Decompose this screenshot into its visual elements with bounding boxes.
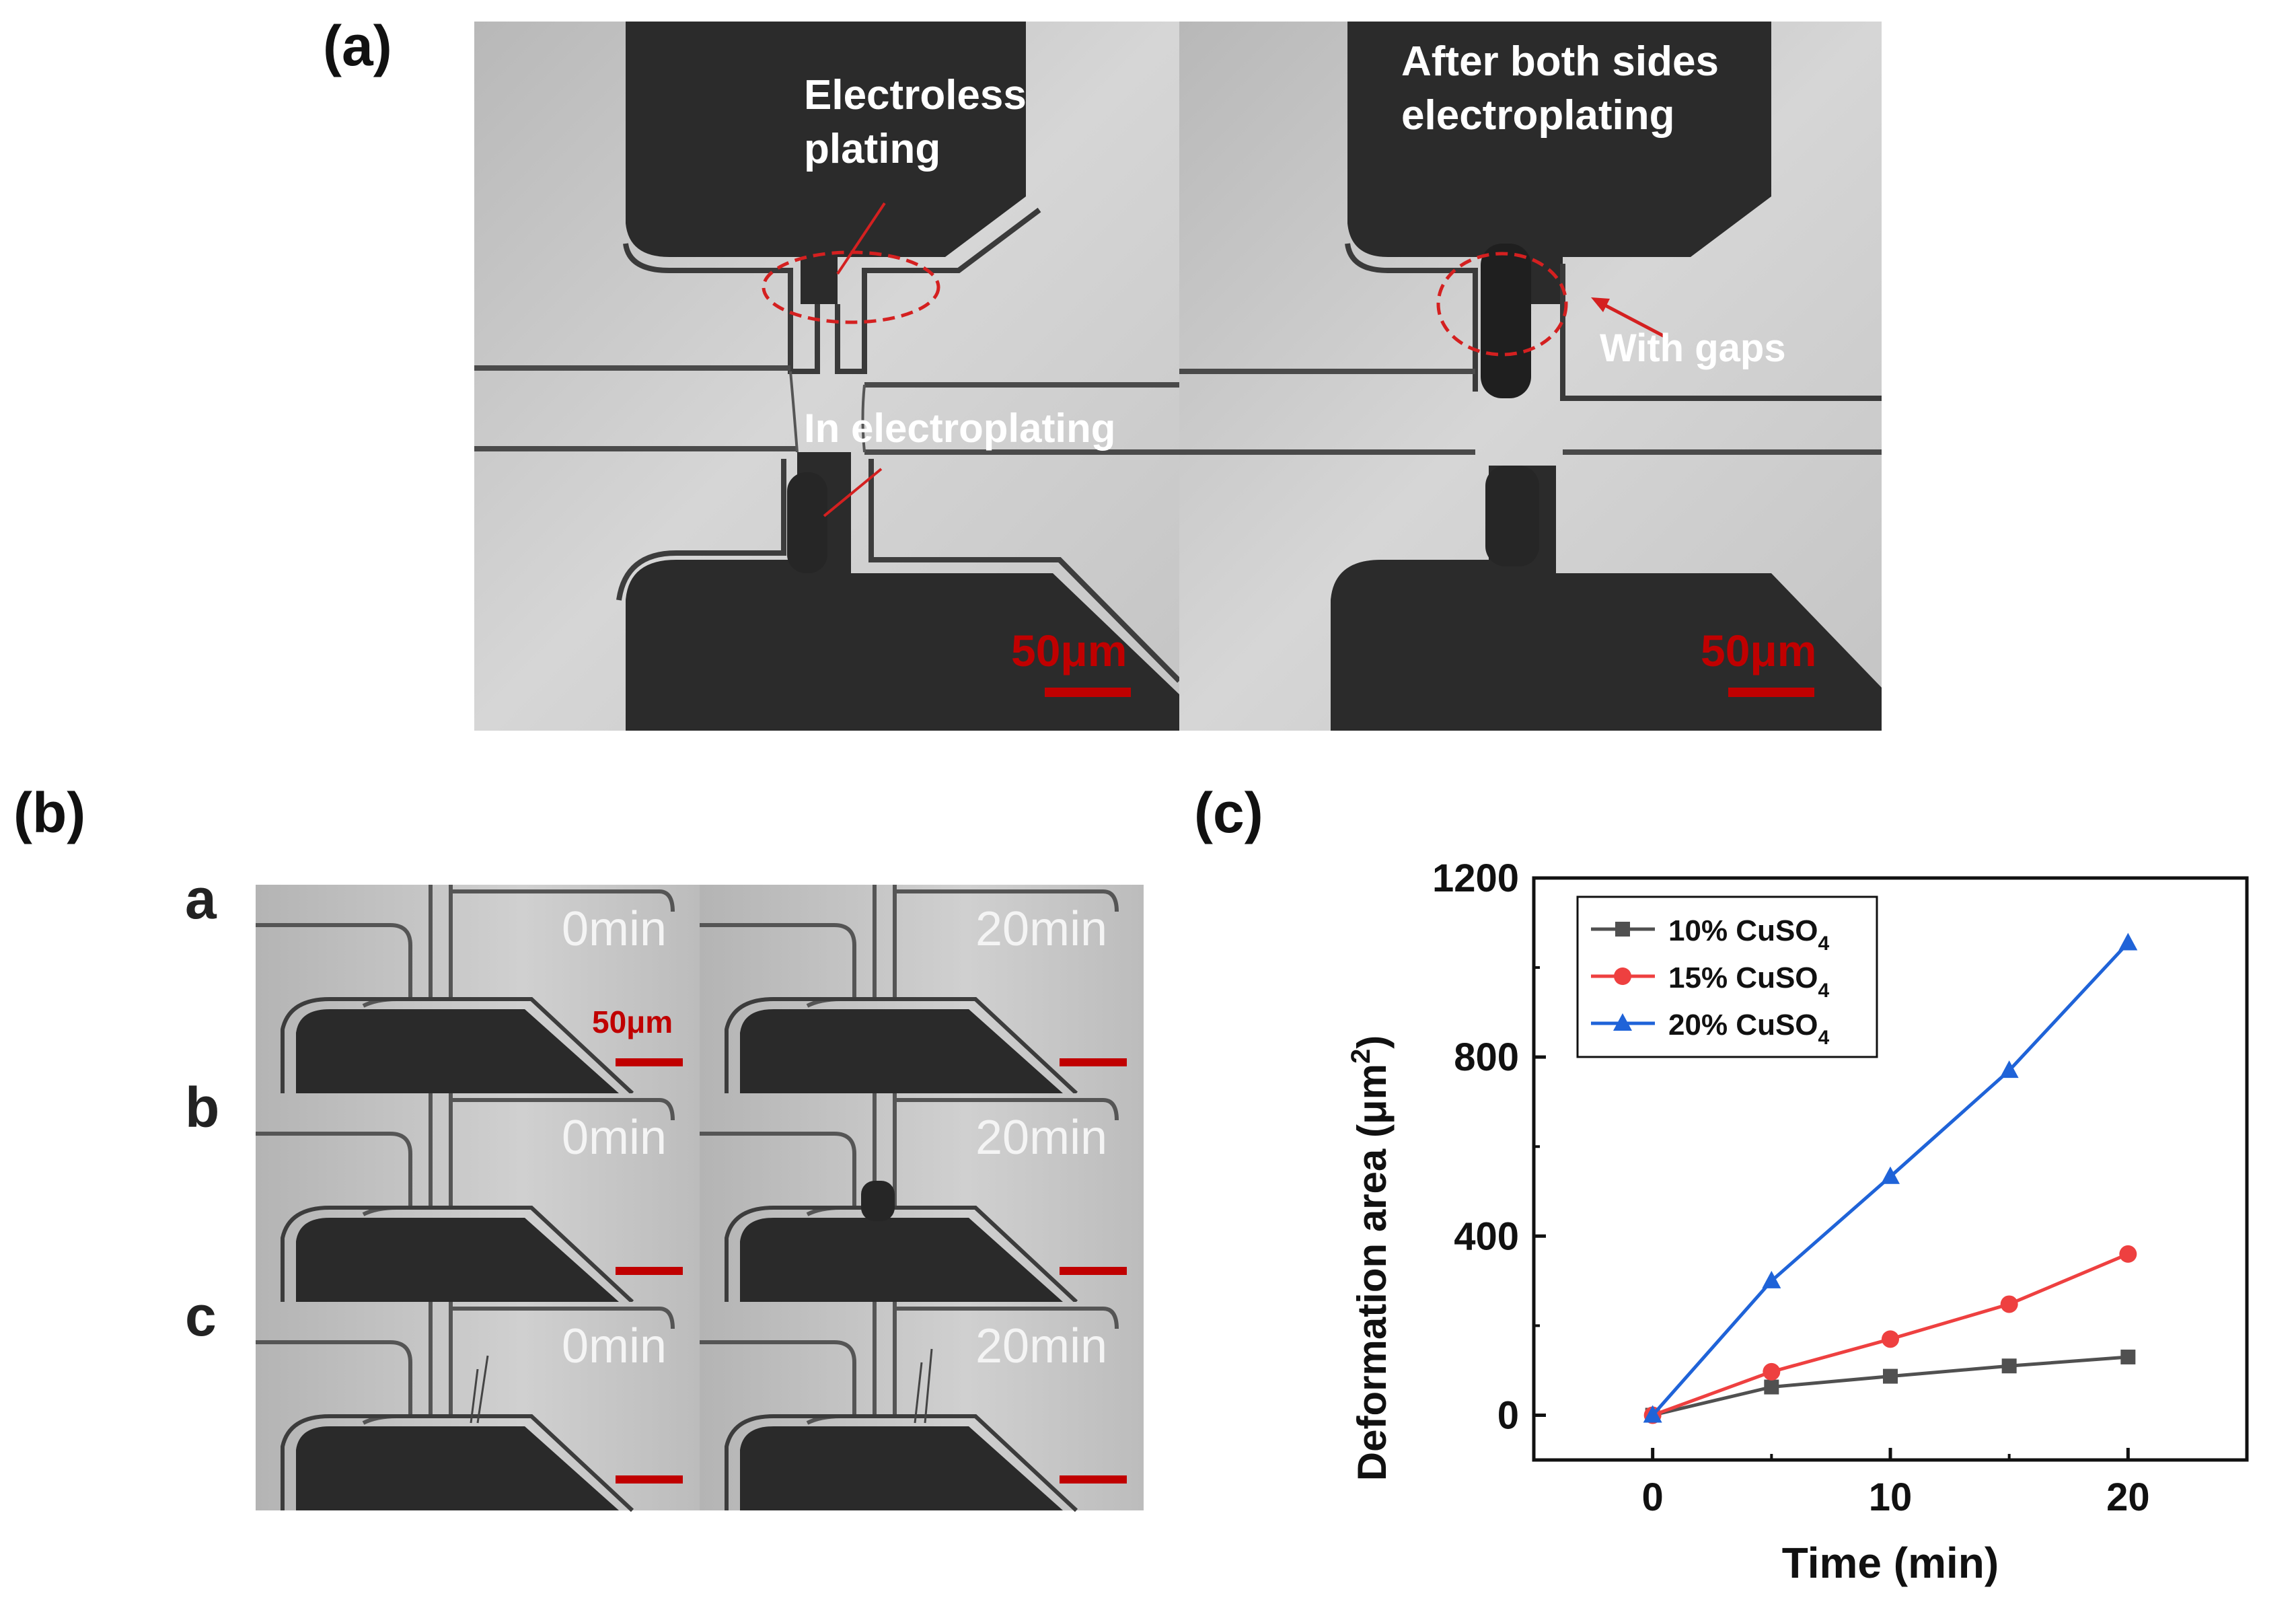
panel-b-tile-a0: 0min 50μm bbox=[256, 885, 700, 1093]
x-tick-label: 20 bbox=[2106, 1475, 2150, 1519]
panel-a-label: (a) bbox=[323, 14, 392, 77]
data-point bbox=[2119, 1245, 2137, 1263]
time-label: 0min bbox=[562, 1319, 667, 1373]
series-2 bbox=[1643, 932, 2138, 1423]
scale-bar-a-right bbox=[1728, 688, 1814, 697]
x-axis-label: Time (min) bbox=[1782, 1539, 1999, 1587]
scale-bar-b bbox=[616, 1267, 683, 1275]
y-tick-label: 0 bbox=[1497, 1393, 1519, 1437]
deformation-chart: 0 10 20 0 400 800 1200 10% CuSO4 15% CuSO4 20% C… bbox=[1346, 856, 2249, 1587]
scale-bar-a-left bbox=[1045, 688, 1131, 697]
chart-series bbox=[1643, 932, 2138, 1424]
series-1 bbox=[1643, 1245, 2137, 1424]
data-point bbox=[2001, 1358, 2017, 1374]
legend-label: 10% CuSO4 bbox=[1668, 914, 1830, 955]
data-point bbox=[1881, 1166, 1900, 1184]
panel-b-tile-b20: 20min bbox=[700, 1093, 1144, 1302]
data-point bbox=[1643, 1405, 1662, 1423]
label-after-both-2: electroplating bbox=[1401, 92, 1675, 139]
label-electroless-1: Electroless bbox=[804, 72, 1027, 118]
data-point bbox=[1883, 1368, 1898, 1384]
legend-marker bbox=[1613, 1013, 1632, 1031]
panel-b-micrographs: a b c 0min 50μm 20min 0min 20min 0min 20… bbox=[185, 875, 1150, 1514]
scale-bar-b bbox=[1060, 1267, 1127, 1275]
panel-a-micrographs: Electroless plating In electroplating 50… bbox=[474, 22, 1882, 731]
data-point bbox=[1763, 1362, 1781, 1381]
x-tick-label: 10 bbox=[1869, 1475, 1913, 1519]
time-label: 20min bbox=[975, 902, 1107, 956]
label-with-gaps: With gaps bbox=[1600, 326, 1786, 370]
panel-a-right-image: After both sides electroplating With gap… bbox=[1179, 22, 1882, 731]
data-point bbox=[2000, 1295, 2018, 1313]
y-axis-label: Deformation area (μm2) bbox=[1346, 1035, 1395, 1481]
scale-bar-text-a-left: 50μm bbox=[1011, 626, 1127, 675]
series-0 bbox=[1645, 1349, 2136, 1423]
panel-b-tile-c0: 0min bbox=[256, 1302, 700, 1510]
y-tick-label: 800 bbox=[1454, 1035, 1519, 1079]
time-label: 20min bbox=[975, 1319, 1107, 1373]
scale-bar-b bbox=[1060, 1475, 1127, 1484]
panel-b-tile-a20: 20min bbox=[700, 885, 1144, 1093]
data-point bbox=[1882, 1330, 1899, 1348]
legend-label: 15% CuSO4 bbox=[1668, 961, 1830, 1002]
data-point bbox=[1762, 1270, 1781, 1288]
scale-bar-text-b: 50μm bbox=[592, 1004, 673, 1039]
data-point bbox=[1999, 1060, 2019, 1078]
label-electroless-2: plating bbox=[804, 126, 940, 172]
data-point bbox=[2118, 932, 2138, 951]
label-in-electroplating: In electroplating bbox=[804, 406, 1115, 451]
row-label-b: b bbox=[185, 1076, 219, 1139]
scale-bar-b bbox=[1060, 1058, 1127, 1066]
x-tick-label: 0 bbox=[1642, 1475, 1664, 1519]
panel-a-left-image: Electroless plating In electroplating 50… bbox=[474, 22, 1181, 731]
chart-legend: 10% CuSO4 15% CuSO4 20% CuSO4 bbox=[1576, 895, 1878, 1058]
legend-marker bbox=[1615, 922, 1630, 937]
y-tick-label: 400 bbox=[1454, 1214, 1519, 1258]
label-after-both-1: After both sides bbox=[1401, 38, 1719, 85]
scale-bar-b bbox=[616, 1058, 683, 1066]
legend-label: 20% CuSO4 bbox=[1668, 1009, 1830, 1049]
panel-b-tile-c20: 20min bbox=[700, 1302, 1144, 1510]
series-line bbox=[1652, 1355, 2128, 1417]
chart-axes: 0 10 20 0 400 800 1200 bbox=[1432, 856, 2249, 1519]
scale-bar-b bbox=[616, 1475, 683, 1484]
data-point bbox=[2120, 1349, 2136, 1364]
row-label-a: a bbox=[185, 875, 217, 930]
y-tick-label: 1200 bbox=[1432, 856, 1519, 900]
panel-b-tile-b0: 0min bbox=[256, 1093, 700, 1302]
time-label: 0min bbox=[562, 902, 667, 956]
time-label: 20min bbox=[975, 1111, 1107, 1165]
panel-c-label: (c) bbox=[1194, 781, 1263, 844]
time-label: 0min bbox=[562, 1111, 667, 1165]
legend-marker bbox=[1614, 967, 1631, 985]
data-point bbox=[1764, 1379, 1779, 1395]
panel-b-label: (b) bbox=[13, 781, 86, 844]
scale-bar-text-a-right: 50μm bbox=[1701, 626, 1816, 675]
row-label-c: c bbox=[185, 1284, 217, 1348]
